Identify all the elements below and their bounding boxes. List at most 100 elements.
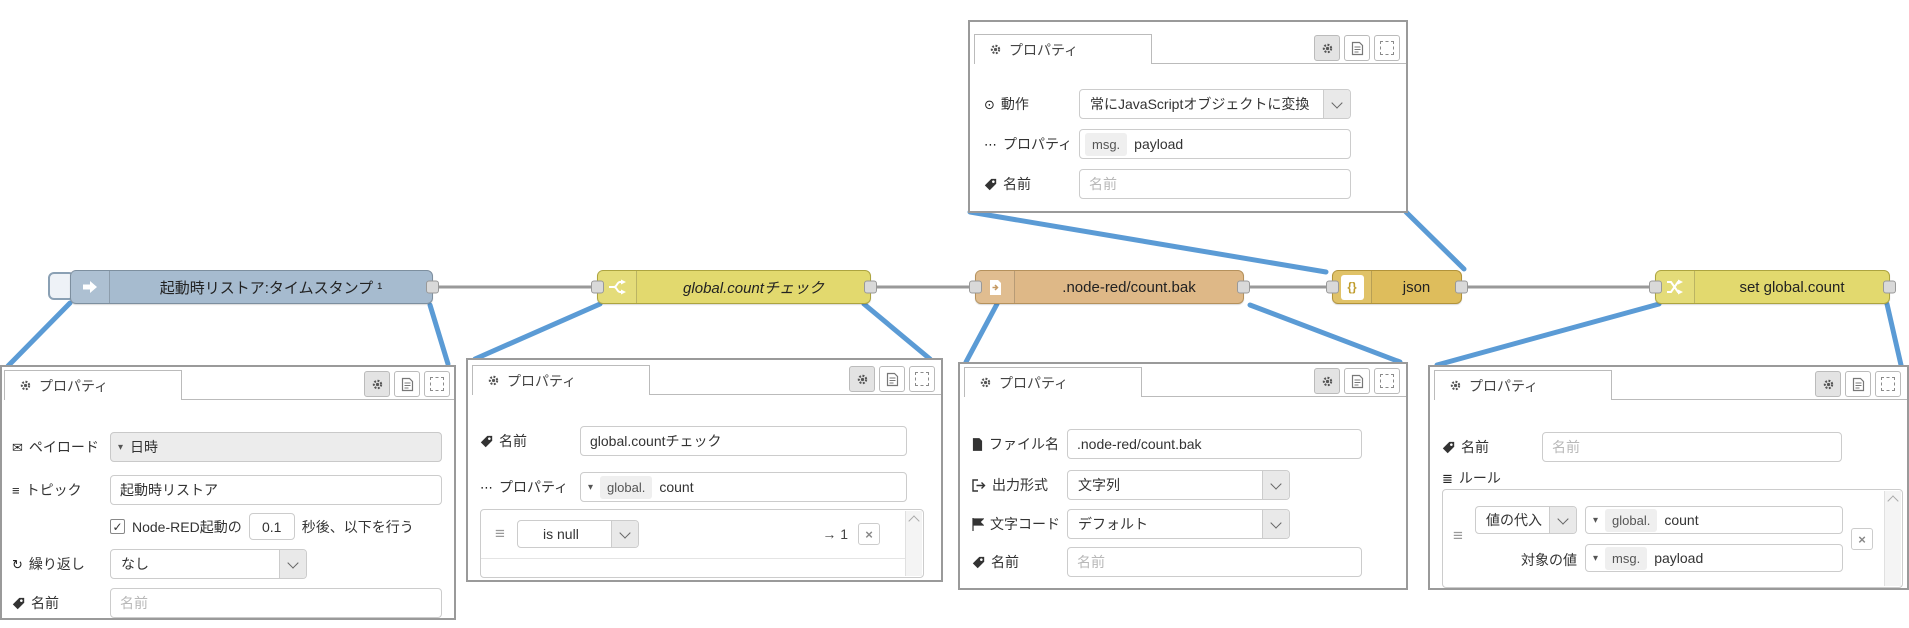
action-select[interactable]: 常にJavaScriptオブジェクトに変換 bbox=[1079, 89, 1351, 119]
tag-icon bbox=[1442, 441, 1455, 453]
callout-line bbox=[472, 301, 603, 362]
tab-properties[interactable]: プロパティ bbox=[4, 370, 182, 400]
delete-rule-button[interactable]: × bbox=[1851, 528, 1873, 550]
encoding-select[interactable]: デフォルト bbox=[1067, 509, 1290, 539]
callout-line bbox=[1884, 301, 1904, 368]
appearance-button[interactable] bbox=[1374, 368, 1400, 394]
document-icon bbox=[1351, 374, 1363, 388]
output-port[interactable] bbox=[1455, 280, 1468, 294]
name-label: 名前 bbox=[12, 593, 59, 613]
input-port[interactable] bbox=[969, 280, 982, 294]
dashed-box-icon bbox=[1380, 374, 1394, 388]
dashed-box-icon bbox=[430, 377, 444, 391]
chevron-down-icon bbox=[1549, 507, 1576, 533]
edit-properties-button[interactable] bbox=[1314, 368, 1340, 394]
callout-line bbox=[967, 209, 1329, 275]
edit-properties-button[interactable] bbox=[849, 366, 875, 392]
edit-properties-button[interactable] bbox=[1314, 35, 1340, 61]
format-select[interactable]: 文字列 bbox=[1067, 470, 1290, 500]
node-inject[interactable]: 起動時リストア:タイムスタンプ ¹ bbox=[70, 270, 439, 304]
input-port[interactable] bbox=[1649, 280, 1662, 294]
document-icon bbox=[1852, 377, 1864, 391]
fire-at-start-checkbox[interactable]: ✓ bbox=[110, 519, 125, 534]
drag-handle-icon[interactable]: ≡ bbox=[495, 524, 505, 543]
callout-line bbox=[1247, 302, 1403, 365]
topic-bars-icon: ≡ bbox=[12, 482, 20, 498]
name-label: 名前 bbox=[972, 552, 1019, 572]
repeat-icon: ↻ bbox=[12, 556, 23, 572]
topic-input[interactable] bbox=[110, 475, 442, 505]
rule-action-select[interactable]: 値の代入 bbox=[1475, 506, 1577, 534]
chevron-down-icon bbox=[279, 550, 306, 578]
name-input[interactable] bbox=[1542, 432, 1842, 462]
repeat-select[interactable]: なし bbox=[110, 549, 307, 579]
gear-icon bbox=[20, 380, 31, 391]
node-json[interactable]: {} json bbox=[1326, 270, 1468, 304]
fire-suffix-text: 秒後、以下を行う bbox=[301, 518, 414, 535]
node-file-in[interactable]: .node-red/count.bak bbox=[969, 270, 1250, 304]
delete-rule-button[interactable]: × bbox=[858, 523, 880, 545]
output-port[interactable] bbox=[426, 280, 439, 294]
rule-operator-select[interactable]: is null bbox=[516, 520, 639, 548]
appearance-button[interactable] bbox=[909, 366, 935, 392]
name-input[interactable] bbox=[580, 426, 907, 456]
description-button[interactable] bbox=[1344, 35, 1370, 61]
appearance-button[interactable] bbox=[1374, 35, 1400, 61]
msg-type-chip[interactable]: msg. bbox=[1605, 546, 1648, 570]
topic-label: ≡トピック bbox=[12, 482, 82, 498]
gear-icon bbox=[857, 374, 867, 384]
name-input[interactable] bbox=[1079, 169, 1351, 199]
scroll-up-icon bbox=[908, 515, 920, 527]
dashed-box-icon bbox=[1380, 41, 1394, 55]
edit-properties-button[interactable] bbox=[364, 371, 390, 397]
payload-typed-input[interactable]: ▾ 日時 bbox=[110, 432, 442, 462]
tab-properties[interactable]: プロパティ bbox=[974, 34, 1152, 64]
ellipsis-icon: ⋯ bbox=[480, 479, 493, 495]
node-switch[interactable]: global.countチェック bbox=[591, 270, 877, 304]
appearance-button[interactable] bbox=[424, 371, 450, 397]
node-label: 起動時リストア:タイムスタンプ ¹ bbox=[159, 279, 383, 297]
callout-line bbox=[427, 302, 451, 367]
filename-input[interactable] bbox=[1067, 429, 1362, 459]
edit-properties-button[interactable] bbox=[1815, 371, 1841, 397]
change-properties-panel: プロパティ 名前 ≣ルール ≡ 値の代入 ▾ global. count bbox=[1428, 365, 1909, 590]
envelope-icon: ✉ bbox=[12, 439, 23, 455]
node-label: .node-red/count.bak bbox=[1062, 278, 1196, 296]
name-input[interactable] bbox=[1067, 547, 1362, 577]
inject-arrow-icon bbox=[71, 271, 110, 303]
property-typed-input[interactable]: msg. payload bbox=[1079, 129, 1351, 159]
msg-type-chip[interactable]: msg. bbox=[1085, 132, 1128, 156]
dashed-box-icon bbox=[1881, 377, 1895, 391]
output-port[interactable] bbox=[864, 280, 877, 294]
gear-icon bbox=[1450, 380, 1461, 391]
property-typed-input[interactable]: ▾ global. count bbox=[580, 472, 907, 502]
name-input[interactable] bbox=[110, 588, 442, 618]
output-port[interactable] bbox=[1237, 280, 1250, 294]
tab-properties[interactable]: プロパティ bbox=[1434, 370, 1612, 400]
chevron-down-icon bbox=[1262, 471, 1289, 499]
global-type-chip[interactable]: global. bbox=[1605, 508, 1658, 532]
rule-target-typed-input[interactable]: ▾ global. count bbox=[1585, 506, 1843, 534]
fire-delay-input[interactable] bbox=[248, 513, 295, 540]
input-port[interactable] bbox=[591, 280, 604, 294]
description-button[interactable] bbox=[1845, 371, 1871, 397]
action-label: ⊙動作 bbox=[984, 96, 1029, 112]
node-change[interactable]: set global.count bbox=[1649, 270, 1896, 304]
description-button[interactable] bbox=[879, 366, 905, 392]
global-type-chip[interactable]: global. bbox=[600, 475, 653, 499]
input-port[interactable] bbox=[1326, 280, 1339, 294]
description-button[interactable] bbox=[394, 371, 420, 397]
appearance-button[interactable] bbox=[1875, 371, 1901, 397]
tab-properties[interactable]: プロパティ bbox=[964, 367, 1142, 397]
fire-prefix-text: Node-RED起動の bbox=[132, 518, 242, 535]
rules-scrollbar[interactable] bbox=[1884, 491, 1901, 586]
flag-icon bbox=[972, 517, 984, 531]
rule-value-typed-input[interactable]: ▾ msg. payload bbox=[1585, 544, 1843, 572]
rules-scrollbar[interactable] bbox=[905, 511, 922, 576]
output-port[interactable] bbox=[1883, 280, 1896, 294]
description-button[interactable] bbox=[1344, 368, 1370, 394]
drag-handle-icon[interactable]: ≡ bbox=[1453, 526, 1463, 545]
tag-icon bbox=[480, 435, 493, 447]
tab-properties[interactable]: プロパティ bbox=[472, 365, 650, 395]
